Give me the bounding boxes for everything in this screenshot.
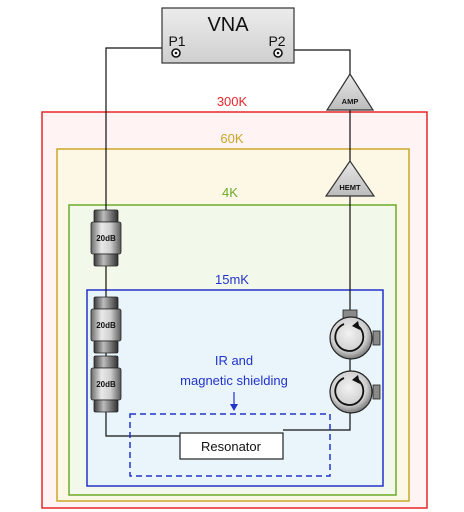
circulator-1 <box>329 309 381 360</box>
circulator-arrow-icon <box>334 377 365 406</box>
attenuator-2: 20dB <box>90 296 122 354</box>
stage-300k-label: 300K <box>217 94 248 109</box>
circulator-arrow-icon <box>334 323 365 352</box>
hemt-amplifier: HEMT <box>324 159 376 197</box>
shielding-label-line2: magnetic shielding <box>180 373 288 388</box>
shielding-label-line1: IR and <box>215 353 253 368</box>
hemt-label: HEMT <box>339 183 361 192</box>
amp-label: AMP <box>342 97 359 106</box>
attenuator-3: 20dB <box>90 355 122 413</box>
shielding-box <box>129 413 331 477</box>
stage-15mk-label: 15mK <box>215 272 249 287</box>
attenuator-3-label: 20dB <box>96 380 116 389</box>
attenuator-1: 20dB <box>90 209 122 267</box>
shielding-arrow-icon <box>230 392 238 411</box>
attenuator-1-label: 20dB <box>96 234 116 243</box>
vna-instrument: VNA P1 P2 <box>161 7 295 64</box>
room-amplifier: AMP <box>325 72 375 111</box>
attenuator-2-label: 20dB <box>96 321 116 330</box>
stage-60k-label: 60K <box>220 131 243 146</box>
vna-label: VNA <box>207 14 249 36</box>
resonator-box <box>179 432 284 460</box>
resonator-label: Resonator <box>201 439 262 454</box>
circulator-2 <box>329 370 381 414</box>
vna-port2-label: P2 <box>268 33 285 49</box>
stage-4k-label: 4K <box>222 185 238 200</box>
vna-port1-label: P1 <box>168 33 185 49</box>
